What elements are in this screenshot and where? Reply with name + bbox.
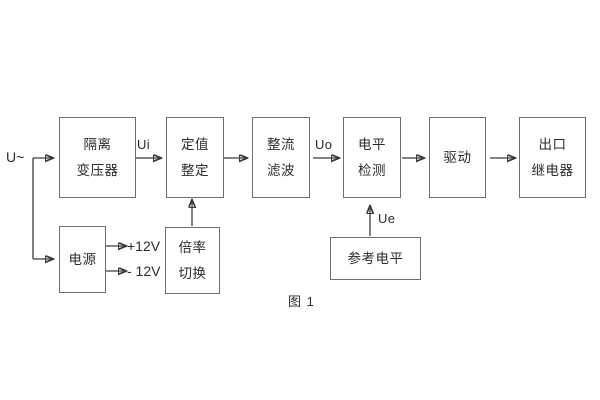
rail-label-positive: +12V xyxy=(127,238,161,254)
block-line1: 出口 xyxy=(538,136,567,152)
block-line2: 滤波 xyxy=(267,162,295,178)
block-line2: 检测 xyxy=(358,162,386,178)
block-line1: 驱动 xyxy=(443,149,472,165)
block-line1: 隔离 xyxy=(83,136,112,152)
block-line1: 倍率 xyxy=(178,239,207,255)
block-line1: 电源 xyxy=(68,251,97,267)
block-power-supply[interactable]: 电源 xyxy=(59,226,106,293)
block-multiplier-switch[interactable]: 倍率 切换 xyxy=(165,227,220,294)
block-line2: 变压器 xyxy=(76,162,119,178)
block-driver[interactable]: 驱动 xyxy=(429,117,486,198)
block-level-detect[interactable]: 电平 检测 xyxy=(343,117,401,198)
block-output-relay[interactable]: 出口 继电器 xyxy=(519,117,586,198)
block-line2: 继电器 xyxy=(531,162,574,178)
block-line2: 切换 xyxy=(178,265,207,281)
wire-input-bus xyxy=(32,158,53,259)
block-reference-level[interactable]: 参考电平 xyxy=(330,237,421,280)
block-line1: 整流 xyxy=(267,136,295,152)
signal-label-ui: Ui xyxy=(137,137,150,152)
figure-caption: 图 1 xyxy=(288,294,315,309)
input-label-u: U~ xyxy=(6,149,25,165)
block-line1: 定值 xyxy=(181,136,209,152)
block-line1: 电平 xyxy=(358,136,386,152)
rail-label-negative: - 12V xyxy=(127,263,161,279)
block-line1: 参考电平 xyxy=(347,250,404,266)
block-setpoint-adjust[interactable]: 定值 整定 xyxy=(166,117,224,198)
block-isolation-transformer[interactable]: 隔离 变压器 xyxy=(59,117,136,198)
signal-label-uo: Uo xyxy=(315,137,333,152)
signal-label-ue: Ue xyxy=(378,211,396,226)
block-line2: 整定 xyxy=(181,162,209,178)
block-rectify-filter[interactable]: 整流 滤波 xyxy=(252,117,310,198)
